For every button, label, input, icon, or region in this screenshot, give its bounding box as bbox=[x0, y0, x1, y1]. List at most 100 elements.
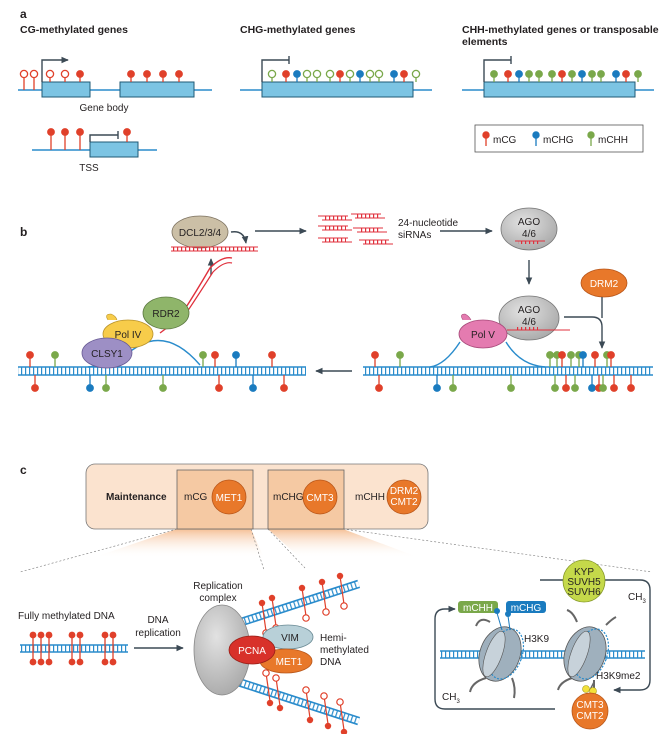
gene-body-label: Gene body bbox=[80, 103, 129, 114]
met1-label: MET1 bbox=[216, 493, 243, 504]
hemi-methylated-site bbox=[336, 698, 348, 734]
methyl-mark-mCHH bbox=[51, 351, 59, 367]
sirna-duplexes-icon bbox=[318, 213, 393, 245]
chh-gene-box bbox=[483, 81, 636, 98]
met1-enzyme bbox=[211, 479, 247, 515]
drm2-cmt2-enzyme bbox=[386, 479, 422, 515]
methyl-mark-mCHH bbox=[199, 351, 207, 367]
methyl-mark-mCG bbox=[607, 351, 615, 367]
ago-top-line2: 4/6 bbox=[522, 229, 536, 240]
hemi-methylated-site bbox=[336, 572, 348, 610]
methyl-mark-mCG bbox=[482, 131, 490, 146]
methyl-mark-mCG bbox=[127, 70, 135, 82]
hemi-methylated-site bbox=[298, 584, 310, 622]
repressed-tss-icon bbox=[89, 134, 118, 142]
panel-a: a CG-methylated genes CHG-methylated gen… bbox=[18, 7, 659, 174]
methyl-mark-mCHG bbox=[588, 375, 596, 392]
methyl-mark-mCHH bbox=[396, 351, 404, 367]
sirna-duplex bbox=[318, 225, 352, 231]
kyp-line3: SUVH6 bbox=[567, 587, 601, 598]
pcna-label: PCNA bbox=[238, 646, 266, 657]
methyl-mark-mCHH bbox=[571, 375, 579, 392]
ch3-top-label: CH3 bbox=[628, 592, 646, 605]
methyl-mark-mCG bbox=[215, 375, 223, 392]
fully-methylated-site bbox=[68, 631, 76, 666]
clsy1-label: CLSY1 bbox=[91, 349, 123, 360]
methyl-mark-mCHH bbox=[551, 375, 559, 392]
tss-exon bbox=[89, 141, 139, 158]
exon-1 bbox=[41, 81, 91, 98]
met1-complex-label: MET1 bbox=[276, 657, 303, 668]
sirna-duplex bbox=[359, 239, 393, 245]
chh-title-line1: CHH-methylated genes or transposable bbox=[462, 24, 659, 36]
methyl-mark-mCHH bbox=[267, 69, 277, 82]
chg-gene-diagram bbox=[240, 56, 432, 98]
right-dna-strand bbox=[363, 341, 653, 376]
methyl-mark-mCHH bbox=[325, 69, 335, 82]
methyl-mark-mCHH bbox=[599, 375, 607, 392]
methyl-mark-mCHG bbox=[293, 70, 301, 82]
mchh-tag bbox=[458, 601, 498, 613]
mchh-label: mCHH bbox=[355, 492, 385, 503]
pol-iv-label: Pol IV bbox=[115, 330, 142, 341]
methyl-mark-mCG bbox=[76, 70, 84, 82]
mchg-tag bbox=[506, 601, 546, 613]
methyl-mark-mCHH bbox=[345, 69, 355, 82]
nucleosome-1 bbox=[469, 618, 525, 699]
cmt3-cmt2-enzyme bbox=[571, 692, 609, 730]
panel-b: b DCL2/3/4 24-nucleotide siRNAs AGO 4/6 … bbox=[18, 207, 653, 392]
methyl-mark-mCG bbox=[47, 128, 55, 150]
h3k9me2-label: H3K9me2 bbox=[596, 671, 641, 682]
methylation-legend: mCG mCHG mCHH bbox=[474, 124, 644, 153]
ago-bottom-protein bbox=[498, 295, 560, 341]
methyl-mark-mCG bbox=[562, 375, 570, 392]
sirna-label-line2: siRNAs bbox=[398, 230, 431, 241]
dsrna-icon bbox=[171, 247, 255, 251]
left-dna-strand bbox=[18, 339, 306, 376]
panel-c: c Maintenance mCG MET1 mCHG CMT3 mCHH DR… bbox=[18, 463, 653, 734]
kyp-line2: SUVH5 bbox=[567, 577, 601, 588]
chg-repressed-tss-icon bbox=[261, 59, 289, 82]
methyl-mark-mCG bbox=[61, 128, 69, 150]
methyl-mark-mCHG bbox=[356, 70, 364, 82]
cg-tss-diagram: TSS bbox=[32, 128, 157, 174]
chh-title-line2: elements bbox=[462, 36, 508, 48]
methyl-mark-mCHH bbox=[597, 70, 605, 82]
methyl-mark-mCHG bbox=[249, 375, 257, 392]
legend-label: mCHH bbox=[598, 135, 628, 146]
methyl-mark-mCG bbox=[159, 70, 167, 82]
methyl-mark-mCHH bbox=[535, 70, 543, 82]
legend-item-mCG: mCG bbox=[482, 131, 517, 146]
chg-title: CHG-methylated genes bbox=[240, 24, 356, 36]
sirna-duplex bbox=[318, 237, 352, 243]
methyl-mark-mCG bbox=[375, 375, 383, 392]
panel-letter-c: c bbox=[20, 463, 27, 477]
methyl-mark-mCG bbox=[336, 70, 344, 82]
tss-label: TSS bbox=[79, 163, 99, 174]
methyl-mark-mCHH bbox=[411, 69, 421, 82]
ch3-bottom-label: CH3 bbox=[442, 692, 460, 705]
methyl-mark-mCG bbox=[31, 375, 39, 392]
methyl-mark-mCG bbox=[29, 69, 39, 90]
methyl-mark-mCG bbox=[175, 70, 183, 82]
rdr2-protein bbox=[142, 296, 190, 330]
fully-methylated-site bbox=[37, 631, 45, 666]
drm2-label: DRM2 bbox=[590, 279, 619, 290]
chg-gene-box bbox=[261, 81, 414, 98]
sirna-duplex bbox=[318, 215, 352, 221]
hemi-methylated-site bbox=[262, 669, 274, 707]
methyl-mark-mCG bbox=[211, 351, 219, 367]
methyl-mark-mCHH bbox=[302, 69, 312, 82]
fully-methylated-label: Fully methylated DNA bbox=[18, 611, 115, 622]
h3k9-label: H3K9 bbox=[524, 634, 549, 645]
hemi-line2: methylated bbox=[320, 645, 369, 656]
replication-complex-line1: Replication bbox=[193, 581, 242, 592]
methyl-mark-mCHG bbox=[232, 351, 240, 367]
drm2-cmt2-line2: CMT2 bbox=[390, 497, 418, 508]
legend-label: mCG bbox=[493, 135, 517, 146]
legend-label: mCHG bbox=[543, 135, 574, 146]
methyl-mark-mCHH bbox=[568, 70, 576, 82]
mchg-tag-label: mCHG bbox=[511, 603, 542, 614]
cmt3-enzyme bbox=[302, 479, 338, 515]
methyl-mark-mCG bbox=[622, 70, 630, 82]
